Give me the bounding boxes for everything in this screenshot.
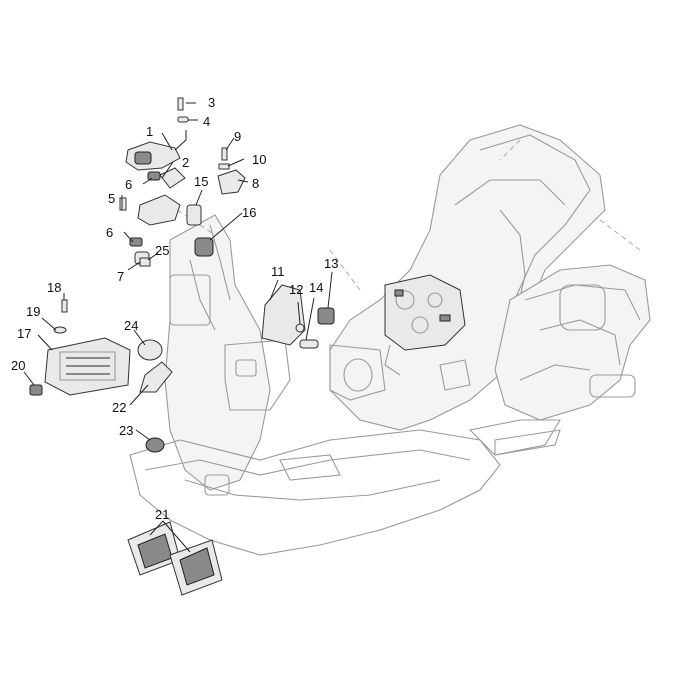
part-2-bracket bbox=[137, 167, 186, 226]
callout-14: 14 bbox=[309, 280, 323, 295]
part-16-grommet bbox=[194, 237, 214, 257]
part-17-control-unit bbox=[44, 337, 131, 396]
part-15-sensor bbox=[186, 204, 202, 226]
callout-22: 22 bbox=[112, 400, 126, 415]
callout-18: 18 bbox=[47, 280, 61, 295]
part-22-gasket bbox=[139, 361, 173, 393]
callout-9: 9 bbox=[234, 129, 241, 144]
callout-23: 23 bbox=[119, 423, 133, 438]
callout-13: 13 bbox=[324, 256, 338, 271]
callout-2: 2 bbox=[182, 155, 189, 170]
part-6-clip-lower bbox=[129, 237, 143, 247]
part-8-relay bbox=[217, 169, 246, 195]
callout-6-upper: 6 bbox=[125, 177, 132, 192]
callout-5: 5 bbox=[108, 191, 115, 206]
callout-16: 16 bbox=[242, 205, 256, 220]
callout-10: 10 bbox=[252, 152, 266, 167]
part-11-bracket-plate bbox=[261, 284, 306, 346]
parts bbox=[29, 97, 335, 596]
callout-8: 8 bbox=[252, 176, 259, 191]
part-6-clip bbox=[147, 171, 161, 181]
scooter-frame-drawing bbox=[129, 124, 651, 556]
part-5-screw bbox=[119, 197, 127, 211]
leader-lines bbox=[23, 102, 333, 553]
part-21-floor-mats bbox=[127, 521, 223, 596]
part-23-plug bbox=[145, 437, 165, 453]
callout-24: 24 bbox=[124, 318, 138, 333]
callout-1: 1 bbox=[146, 124, 153, 139]
part-24-cap bbox=[137, 339, 163, 361]
part-14-pin bbox=[299, 339, 319, 349]
callout-25: 25 bbox=[155, 243, 169, 258]
part-3-bolt bbox=[177, 97, 184, 111]
engine-cluster-drawing bbox=[384, 274, 466, 376]
callout-11: 11 bbox=[271, 264, 285, 279]
callout-17: 17 bbox=[17, 326, 31, 341]
callout-19: 19 bbox=[26, 304, 40, 319]
part-1-ignition-coil bbox=[125, 130, 187, 171]
part-18-screw bbox=[61, 299, 68, 313]
part-9-screw bbox=[221, 147, 228, 161]
callout-3: 3 bbox=[208, 95, 215, 110]
part-10-nut bbox=[218, 163, 230, 170]
part-20-connector bbox=[29, 384, 43, 396]
callout-20: 20 bbox=[11, 358, 25, 373]
part-12-washer bbox=[295, 323, 305, 333]
callout-6-lower: 6 bbox=[106, 225, 113, 240]
part-13-rubber-mount bbox=[317, 307, 335, 325]
part-19-washer bbox=[53, 326, 67, 334]
callout-7: 7 bbox=[117, 269, 124, 284]
callout-labels: 1 2 3 4 5 6 6 7 8 9 10 11 12 13 14 15 16… bbox=[11, 95, 338, 522]
callout-21: 21 bbox=[155, 507, 169, 522]
callout-4: 4 bbox=[203, 114, 210, 129]
callout-15: 15 bbox=[194, 174, 208, 189]
part-4-washer bbox=[177, 116, 189, 123]
callout-12: 12 bbox=[289, 282, 303, 297]
